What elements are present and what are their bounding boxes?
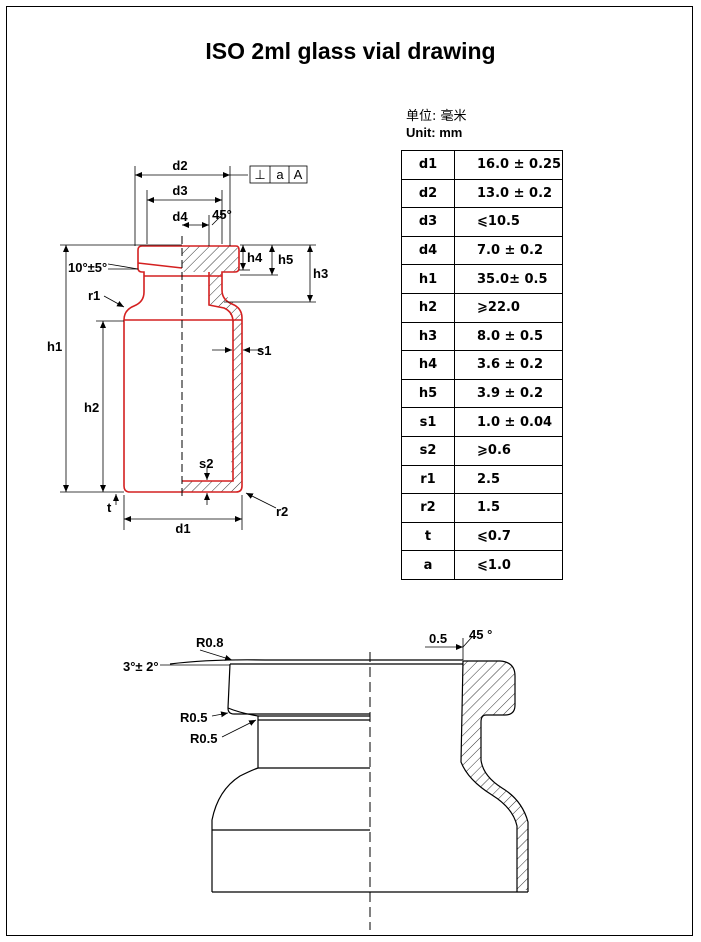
tol-datum: A [294,167,303,182]
label-h5: h5 [278,252,293,267]
spec-key: s1 [401,407,455,437]
spec-row: d3⩽10.5 [401,207,563,237]
label-angle-45-detail: 45 ° [469,627,492,642]
tol-value: a [276,167,284,182]
tol-perp-symbol: ⊥ [254,167,265,182]
spec-value: 35.0± 0.5 [454,264,563,294]
detail-wall-hatch [461,661,528,890]
label-r2: r2 [276,504,288,519]
label-d2: d2 [172,158,187,173]
spec-row: a⩽1.0 [401,550,563,580]
tolerance-frame: ⊥ a A [249,165,308,184]
unit-label-cn: 单位: 毫米 [406,109,467,124]
vial-outline [123,245,243,493]
label-dim-05: 0.5 [429,631,447,646]
spec-value: 3.6 ± 0.2 [454,350,563,380]
spec-value: ⩽10.5 [454,207,563,237]
spec-key: h1 [401,264,455,294]
spec-row: s2⩾0.6 [401,435,563,466]
label-angle-3: 3°± 2° [123,659,159,674]
label-angle-45-top: 45° [212,207,232,222]
spec-value: 3.9 ± 0.2 [454,378,563,409]
label-t: t [107,500,112,515]
spec-value: 16.0 ± 0.25 [454,150,563,180]
spec-key: d1 [401,150,455,180]
vial-section-view: ⊥ a A d2 d3 d4 45° h4 h5 h3 10°±5° r1 h1… [47,158,328,536]
spec-value: 2.5 [454,464,563,495]
label-r05-b: R0.5 [190,731,217,746]
spec-key: a [401,550,455,580]
label-s1: s1 [257,343,271,358]
spec-key: d4 [401,235,455,266]
label-s2: s2 [199,456,213,471]
unit-label-en: Unit: mm [406,125,463,140]
label-r05-a: R0.5 [180,710,207,725]
label-r08: R0.8 [196,635,223,650]
label-h1: h1 [47,339,62,354]
label-r1: r1 [88,288,100,303]
spec-key: d2 [401,178,455,209]
label-h2: h2 [84,400,99,415]
label-angle-10: 10°±5° [68,260,107,275]
spec-key: s2 [401,435,455,466]
spec-value: ⩽1.0 [454,550,563,580]
drawing-frame [6,6,693,936]
page-title: ISO 2ml glass vial drawing [205,38,496,64]
label-h4: h4 [247,250,263,265]
label-h3: h3 [313,266,328,281]
label-d4: d4 [172,209,188,224]
neck-detail-view: R0.8 3°± 2° R0.5 R0.5 0.5 45 ° [123,627,529,930]
spec-key: h3 [401,321,455,352]
vial-wall-hatch [182,246,242,492]
spec-key: h4 [401,350,455,380]
label-d1: d1 [175,521,190,536]
label-d3: d3 [172,183,187,198]
